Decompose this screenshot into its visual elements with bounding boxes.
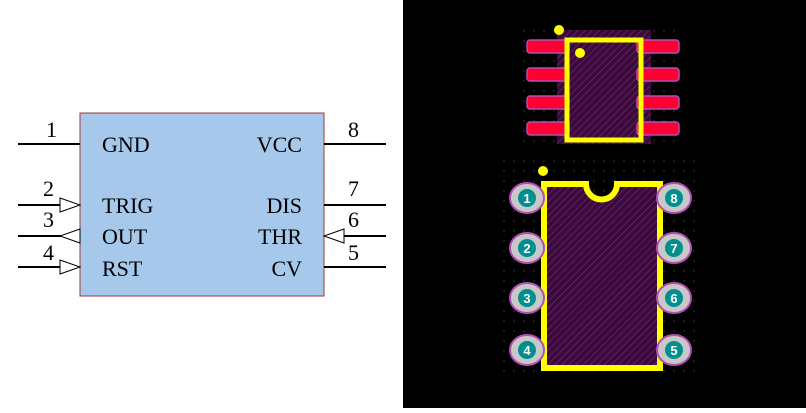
smd-pad: [526, 121, 570, 136]
tht-pad-5: 5: [656, 334, 692, 366]
pin-6: 6 THR: [258, 207, 386, 249]
smd-pad: [636, 67, 680, 82]
pin-label-thr: THR: [258, 224, 302, 249]
smd-footprint: [521, 25, 681, 150]
pad-label: 2: [523, 241, 530, 256]
footprint-canvas: 1 2 3 4: [503, 25, 703, 375]
pin-label-trig: TRIG: [102, 193, 153, 218]
input-arrow: [322, 228, 345, 244]
smd-pad: [636, 39, 680, 54]
pad-label: 8: [670, 191, 677, 206]
dip-silkscreen-outline: [541, 181, 663, 371]
tht-pad-2: 2: [509, 232, 545, 264]
pad-label: 3: [523, 291, 530, 306]
pin-3: 3 OUT: [18, 207, 148, 249]
input-arrow: [59, 197, 82, 213]
pin-number-1: 1: [46, 117, 57, 142]
tht-pad-1: 1: [509, 182, 545, 214]
pin-number-8: 8: [348, 117, 359, 142]
tht-pad-7: 7: [656, 232, 692, 264]
schematic-canvas: 1 GND 2 TRIG 3 OUT 4 RST: [18, 112, 386, 297]
smd-pad: [526, 39, 570, 54]
smd-body-hatch: [557, 30, 651, 144]
pad-label: 5: [670, 343, 677, 358]
pin1-inner-dot: [575, 48, 585, 58]
pin1-marker-dot: [538, 166, 548, 176]
smd-silkscreen-outline: [564, 37, 644, 143]
smd-pad: [526, 67, 570, 82]
pin-label-cv: CV: [271, 256, 302, 281]
output-arrow: [58, 228, 81, 244]
pin-8: 8 VCC: [257, 117, 386, 157]
pad-label: 4: [523, 343, 531, 358]
schematic-symbol-panel: 1 GND 2 TRIG 3 OUT 4 RST: [0, 0, 403, 408]
pin-1: 1 GND: [18, 117, 150, 157]
pin-number-3: 3: [43, 207, 54, 232]
pin-label-rst: RST: [102, 256, 143, 281]
tht-pad-3: 3: [509, 282, 545, 314]
pin-4: 4 RST: [18, 240, 143, 281]
pin-number-5: 5: [348, 240, 359, 265]
pad-label: 1: [523, 191, 530, 206]
pin-label-out: OUT: [102, 224, 148, 249]
ic-body: [79, 112, 325, 297]
pin-number-6: 6: [348, 207, 359, 232]
smd-pad: [526, 95, 570, 110]
dip-footprint: 1 2 3 4: [503, 160, 703, 375]
pin-number-7: 7: [348, 176, 359, 201]
dip-body-hatch: [544, 184, 658, 366]
pin-number-2: 2: [43, 176, 54, 201]
pin-label-gnd: GND: [102, 132, 150, 157]
smd-pad: [636, 95, 680, 110]
tht-pad-4: 4: [509, 334, 545, 366]
pad-label: 6: [670, 291, 677, 306]
pin-2: 2 TRIG: [18, 176, 153, 218]
pin1-marker-dot: [554, 25, 564, 35]
pin-label-vcc: VCC: [257, 132, 302, 157]
pin-label-dis: DIS: [267, 193, 302, 218]
pin-7: 7 DIS: [267, 176, 386, 218]
input-arrow: [59, 259, 82, 275]
pcb-footprint-panel: 1 2 3 4: [403, 0, 806, 408]
tht-pad-6: 6: [656, 282, 692, 314]
tht-pad-8: 8: [656, 182, 692, 214]
pad-label: 7: [670, 241, 677, 256]
smd-pad: [636, 121, 680, 136]
pin-number-4: 4: [43, 240, 54, 265]
pin-5: 5 CV: [271, 240, 386, 281]
